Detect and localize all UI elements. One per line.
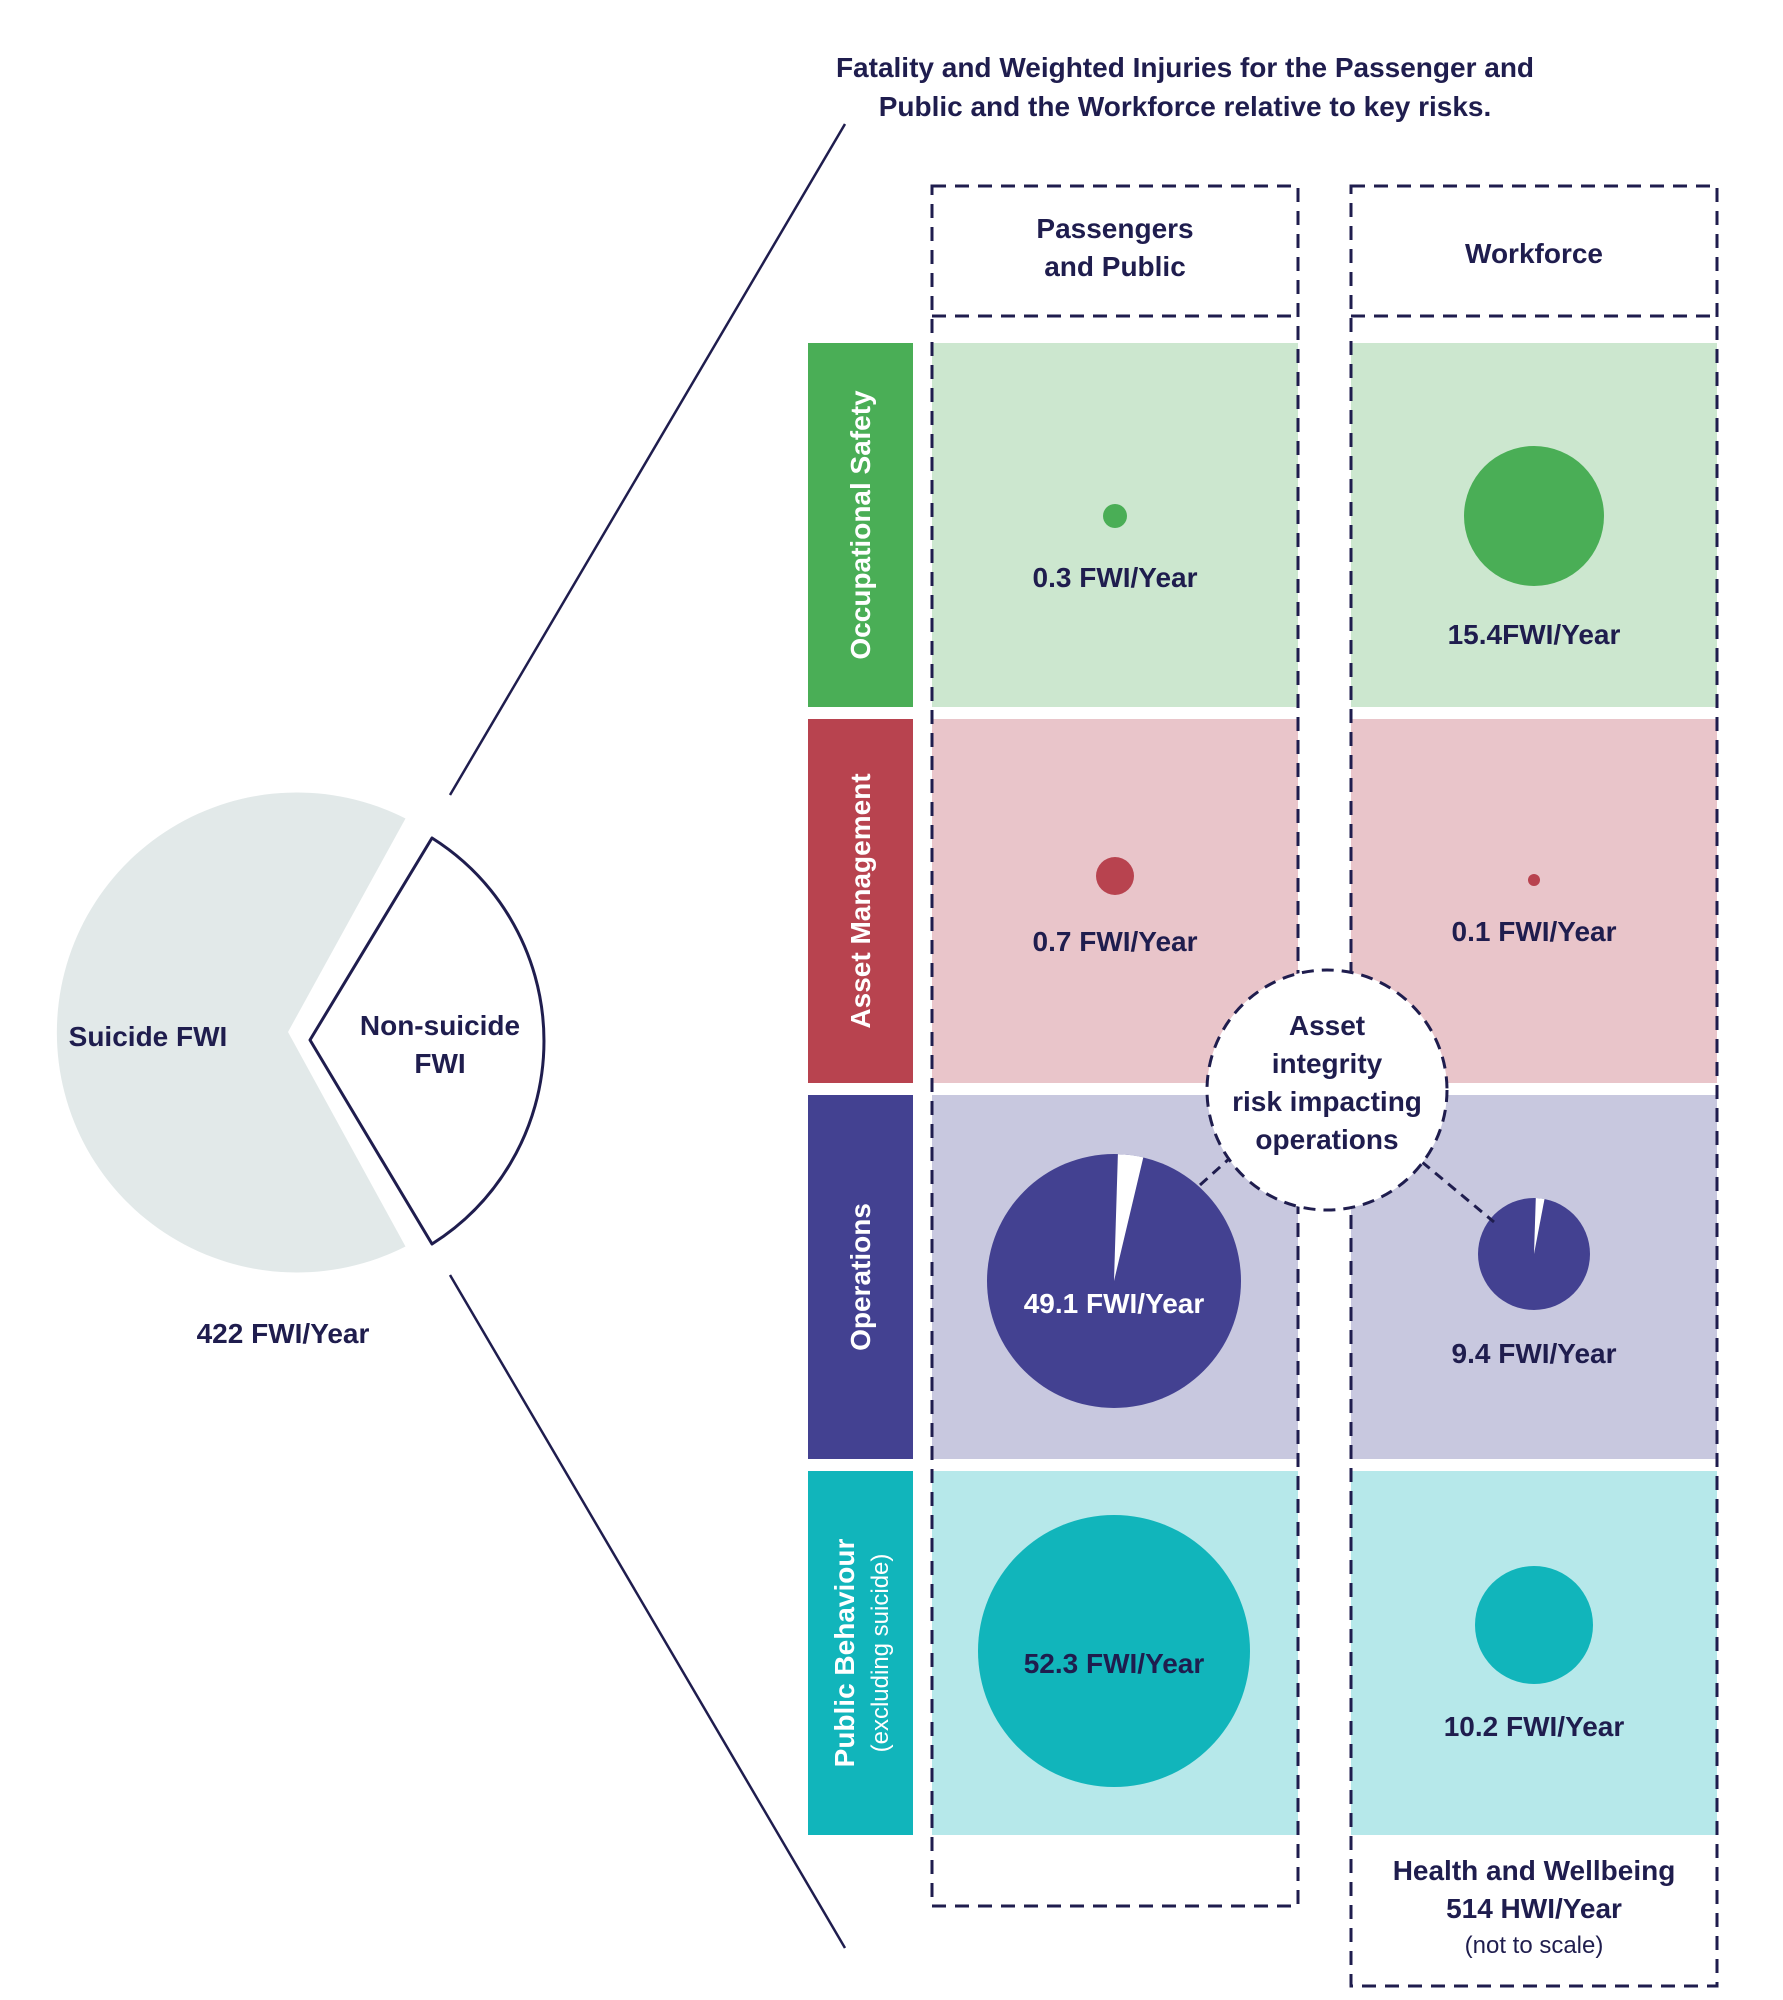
health-line-2: 514 HWI/Year	[1446, 1893, 1622, 1924]
category-bars: Occupational Safety Asset Management Ope…	[808, 343, 913, 1835]
funnel-line-bottom	[448, 1274, 847, 1949]
public-behaviour-label: Public Behaviour	[829, 1539, 860, 1768]
non-suicide-slice	[308, 836, 546, 1246]
overview-pie: Suicide FWI Non-suicide FWI 422 FWI/Year	[56, 792, 546, 1349]
pub-pp-bubble	[978, 1515, 1250, 1787]
cell-backgrounds	[932, 343, 1717, 1835]
asset-management-bar	[808, 719, 913, 1083]
callout-line-1: Asset	[1289, 1010, 1365, 1041]
suicide-slice	[56, 792, 406, 1273]
ops-pp-value: 49.1 FWI/Year	[1024, 1288, 1205, 1319]
pub-wf-value: 10.2 FWI/Year	[1444, 1711, 1625, 1742]
passengers-header-line-2: and Public	[1044, 251, 1186, 282]
asset-pp-bubble	[1096, 857, 1134, 895]
asset-wf-value: 0.1 FWI/Year	[1452, 916, 1617, 947]
callout-line-4: operations	[1255, 1124, 1398, 1155]
callout-line-3: risk impacting	[1232, 1086, 1422, 1117]
title-block: Fatality and Weighted Injuries for the P…	[836, 52, 1534, 122]
ops-wf-asset-integrity-slice	[1534, 1198, 1545, 1254]
funnel-line-top	[448, 123, 847, 796]
public-behaviour-bar	[808, 1471, 913, 1835]
workforce-header: Workforce	[1465, 238, 1603, 269]
ops-pp-asset-integrity-slice	[1114, 1154, 1144, 1281]
total-fwi-label: 422 FWI/Year	[197, 1318, 370, 1349]
occ-wf-value: 15.4FWI/Year	[1448, 619, 1621, 650]
callout-connector-left	[1198, 1156, 1232, 1187]
pub-wf-bubble	[1475, 1566, 1593, 1684]
public-behaviour-sublabel: (excluding suicide)	[867, 1554, 894, 1753]
suicide-fwi-label: Suicide FWI	[69, 1021, 228, 1052]
asset-wf-bubble	[1528, 874, 1540, 886]
health-line-1: Health and Wellbeing	[1393, 1855, 1676, 1886]
callout-line-2: integrity	[1272, 1048, 1383, 1079]
asset-management-label: Asset Management	[845, 773, 876, 1028]
passengers-header-line-1: Passengers	[1036, 213, 1193, 244]
health-line-3: (not to scale)	[1465, 1932, 1604, 1959]
asset-integrity-callout: Asset integrity risk impacting operation…	[1198, 968, 1495, 1224]
occupational-safety-label: Occupational Safety	[845, 390, 876, 660]
pub-pp-value: 52.3 FWI/Year	[1024, 1648, 1205, 1679]
occ-pp-value: 0.3 FWI/Year	[1033, 562, 1198, 593]
ops-wf-value: 9.4 FWI/Year	[1452, 1338, 1617, 1369]
occ-pp-bubble	[1103, 504, 1127, 528]
health-wellbeing-note: Health and Wellbeing 514 HWI/Year (not t…	[1393, 1855, 1676, 1959]
non-suicide-label-line-1: Non-suicide	[360, 1010, 520, 1041]
asset-pp-value: 0.7 FWI/Year	[1033, 926, 1198, 957]
occ-wf-bubble	[1464, 446, 1604, 586]
callout-circle	[1205, 968, 1449, 1212]
operations-label: Operations	[845, 1203, 876, 1351]
bubbles	[978, 446, 1604, 1787]
operations-bar	[808, 1095, 913, 1459]
non-suicide-label-line-2: FWI	[414, 1048, 465, 1079]
title-line-1: Fatality and Weighted Injuries for the P…	[836, 52, 1534, 83]
value-labels: 0.3 FWI/Year 15.4FWI/Year 0.7 FWI/Year 0…	[1024, 562, 1625, 1742]
occupational-safety-bar	[808, 343, 913, 707]
title-line-2: Public and the Workforce relative to key…	[879, 91, 1492, 122]
